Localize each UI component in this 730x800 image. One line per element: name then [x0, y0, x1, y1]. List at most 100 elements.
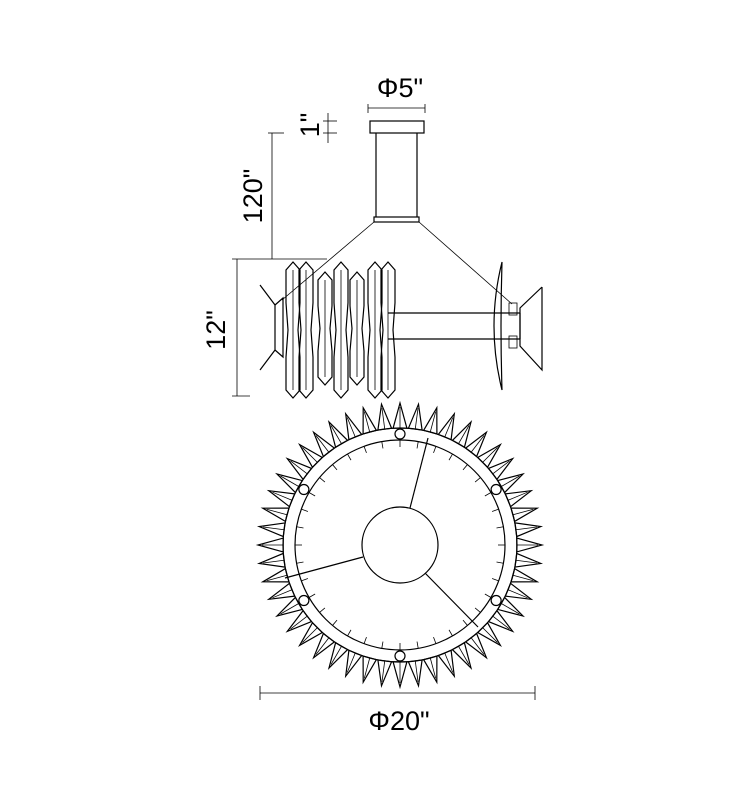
mount-hole: [394, 650, 406, 662]
crystal-spike: [451, 641, 473, 670]
spike-facet: [346, 417, 356, 438]
mount-holes: [298, 428, 502, 662]
ring-notch: [332, 619, 338, 626]
spike-facet: [330, 646, 342, 665]
spike-facet: [381, 660, 386, 682]
spike-facet: [429, 657, 437, 679]
ring-notch: [491, 508, 499, 512]
spike-facet: [507, 491, 528, 501]
canopy-height-dimension-line: [323, 113, 337, 143]
crystal-spike: [496, 596, 525, 618]
crystal-spike: [266, 489, 296, 508]
crystal-spike: [392, 400, 408, 429]
canopy-height-label-wrap: 1": [295, 113, 325, 138]
canopy-diameter-label: Φ5": [377, 73, 423, 103]
crystal-spike: [377, 401, 393, 431]
crystal-spike: [362, 655, 378, 685]
ring-notch: [491, 578, 499, 582]
spike-facet: [280, 475, 299, 487]
support-arms: [284, 437, 479, 628]
horizontal-arm: [388, 312, 520, 340]
ring-notch: [296, 526, 304, 529]
ring-notch: [474, 607, 481, 613]
ring-notch: [433, 446, 437, 454]
crystal-spike: [496, 472, 525, 494]
spike-facet: [302, 627, 318, 643]
crystal-column: [285, 261, 301, 399]
crystal-spike: [362, 405, 378, 435]
spike-facet: [290, 615, 308, 630]
mount-hole: [298, 594, 310, 607]
ring-notch: [332, 464, 338, 471]
spike-facet: [315, 435, 330, 453]
spike-facet: [263, 526, 285, 531]
crystal-spike: [285, 457, 313, 481]
crystal-spike: [285, 609, 313, 633]
crystal-spike: [422, 405, 438, 435]
crystal-spike: [487, 457, 515, 481]
ring-notch: [319, 607, 326, 613]
rod: [375, 133, 418, 217]
crystal-spike: [275, 472, 304, 494]
ring-notch: [301, 578, 309, 582]
canopy-height-label: 1": [295, 113, 325, 138]
spike-facet: [272, 589, 293, 599]
crystal-spike: [407, 401, 423, 431]
spike-facet: [515, 526, 537, 531]
spike-facet: [290, 460, 308, 475]
crystal-spike: [464, 632, 488, 660]
spike-facet: [512, 574, 534, 582]
ring-notch: [484, 492, 492, 497]
center-hub: [361, 506, 439, 584]
crystal-spike: [312, 632, 336, 660]
spike-facet: [507, 589, 528, 599]
spike-facet: [444, 417, 454, 438]
crystal-spike: [510, 507, 540, 523]
spike-facet: [501, 603, 520, 615]
fixture-diameter-dimension-line: [259, 686, 536, 700]
ring-notch: [381, 441, 384, 449]
ring-notch: [462, 619, 468, 626]
spike-facet: [263, 559, 285, 564]
spike-facet: [330, 425, 342, 444]
crystal-spike: [298, 443, 324, 469]
spike-facet: [512, 508, 534, 516]
ring-notch: [416, 641, 419, 649]
crystal-spike: [510, 567, 540, 583]
crystal-column: [317, 271, 333, 386]
ring-notch: [347, 453, 352, 461]
ring-notch: [462, 464, 468, 471]
ring-notch: [301, 508, 309, 512]
ring-notch: [448, 629, 453, 637]
spike-facet: [266, 508, 288, 516]
ring-notch: [484, 593, 492, 598]
crystal-column: [333, 261, 349, 399]
crystal-spike: [476, 621, 502, 647]
crystal-spike: [344, 411, 363, 441]
ring-notch: [496, 561, 504, 564]
spike-facet: [280, 603, 299, 615]
spike-facet: [414, 408, 419, 430]
right-disc: [493, 261, 543, 391]
crystal-spike: [514, 522, 544, 538]
collar: [373, 216, 420, 223]
ring-notch: [433, 636, 437, 644]
mount-hole: [298, 483, 310, 496]
canopy: [369, 120, 425, 134]
inner-ring: [294, 439, 506, 651]
crystal-column: [367, 261, 383, 399]
outer-ring: [282, 427, 518, 663]
crystal-spike: [451, 420, 473, 449]
crystal-spike: [344, 649, 363, 679]
ring-notch: [308, 492, 316, 497]
crystal-spike: [437, 411, 456, 441]
crystal-spike: [256, 552, 286, 568]
fixture-height-label-wrap: 12": [201, 310, 231, 350]
ring-notch: [448, 453, 453, 461]
fixture-diameter-label: Φ20": [368, 706, 429, 736]
spike-facet: [346, 652, 356, 673]
rod-length-label: 120": [238, 169, 268, 224]
fixture-height-dimension-line: [232, 258, 262, 397]
left-cone: [259, 284, 284, 371]
